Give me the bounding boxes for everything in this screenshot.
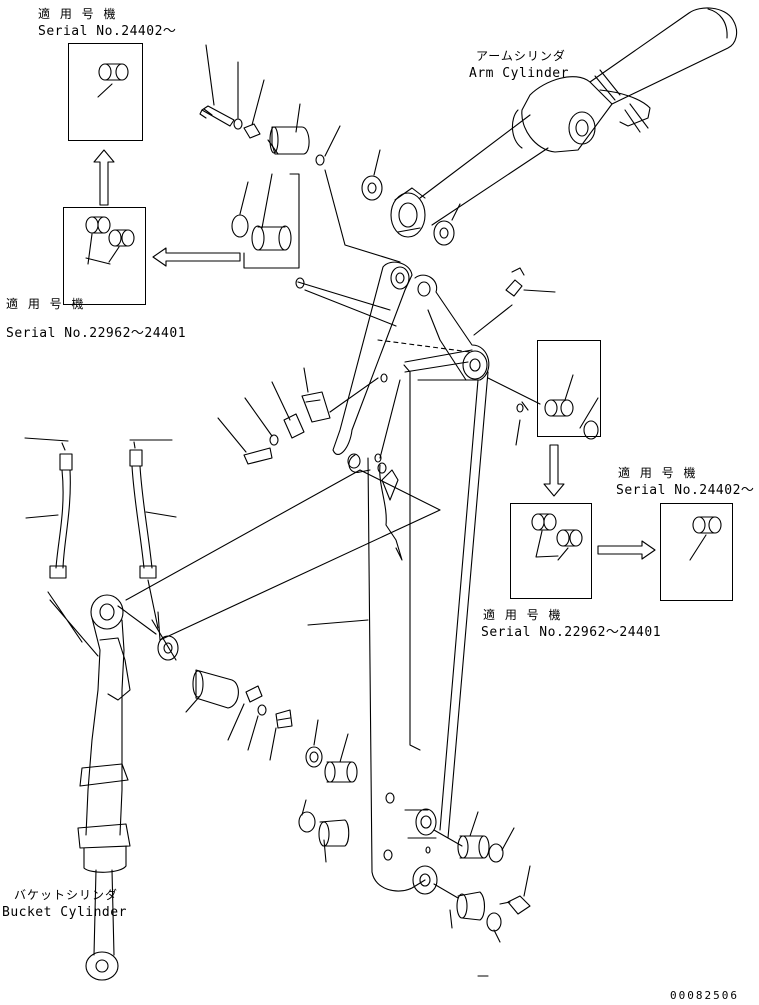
inset-box-right-lower <box>510 503 592 599</box>
serial-right-bottom-en-label: Serial No.22962～24401 <box>481 625 662 640</box>
arrow-down-icon <box>544 445 564 496</box>
top-pin-parts <box>200 45 460 268</box>
inset-right-lower-bushings <box>532 514 582 560</box>
right-top-bushings <box>488 378 598 439</box>
arm-body <box>296 262 555 894</box>
inset-box-right-upper <box>537 340 601 437</box>
serial-right-top-en-label: Serial No.24402～ <box>616 483 755 498</box>
bucket-cylinder-jp-label: バケットシリンダ <box>14 888 119 902</box>
bottom-parts <box>299 720 530 976</box>
serial-right-bottom-jp-label: 適 用 号 機 <box>483 608 564 622</box>
inset-left-bushings <box>86 217 134 264</box>
inset-box-right-far <box>660 503 733 601</box>
arm-cylinder <box>391 8 737 237</box>
inset-box-left <box>63 207 146 305</box>
arm-cylinder-en-label: Arm Cylinder <box>469 66 569 81</box>
inset-right-upper-bushing <box>545 375 573 416</box>
arrow-up-icon <box>94 150 114 205</box>
drawing-number: 00082506 <box>670 989 739 1002</box>
serial-left-jp-label: 適 用 号 機 <box>6 297 87 311</box>
arrow-right-icon <box>598 541 655 559</box>
clamp-parts <box>218 368 528 464</box>
arm-cylinder-jp-label: アームシリンダ <box>476 49 566 63</box>
arrow-left-icon <box>153 248 240 266</box>
bucket-cylinder <box>48 580 158 980</box>
inset-box-top <box>68 43 143 141</box>
inset-top-bushing <box>98 64 128 97</box>
inset-right-far-bushing <box>690 517 721 560</box>
serial-top-en-label: Serial No.24402～ <box>38 24 177 39</box>
serial-top-jp-label: 適 用 号 機 <box>38 7 119 21</box>
serial-left-en-label: Serial No.22962～24401 <box>6 326 187 341</box>
hoses <box>25 438 176 578</box>
serial-right-top-jp-label: 適 用 号 機 <box>618 466 699 480</box>
cylinder-pin-parts <box>126 470 440 760</box>
